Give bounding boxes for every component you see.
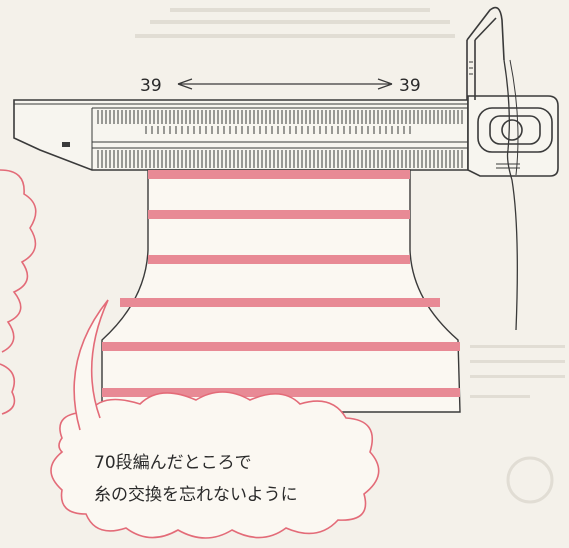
yarn-mast	[466, 6, 519, 331]
fabric-stripe	[148, 170, 410, 179]
fabric-stripe	[120, 298, 440, 307]
measure-right-label: 39	[399, 76, 421, 96]
reminder-bubble: 70段編んだところで 糸の交換を忘れないように	[50, 299, 380, 539]
width-measure: 39 39	[140, 76, 421, 96]
reminder-line-1: 70段編んだところで	[94, 453, 252, 473]
fabric-stripe	[102, 388, 460, 397]
ghost-background	[135, 8, 565, 504]
fabric-stripe	[148, 255, 410, 264]
knitting-machine	[13, 99, 469, 171]
fabric-stripe	[148, 210, 410, 219]
left-cloud-edge	[0, 169, 37, 415]
knitted-fabric	[101, 169, 461, 413]
carriage	[467, 95, 559, 177]
measure-left-label: 39	[140, 76, 162, 96]
fabric-stripe	[102, 342, 460, 351]
reminder-line-2: 糸の交換を忘れないように	[94, 485, 298, 505]
